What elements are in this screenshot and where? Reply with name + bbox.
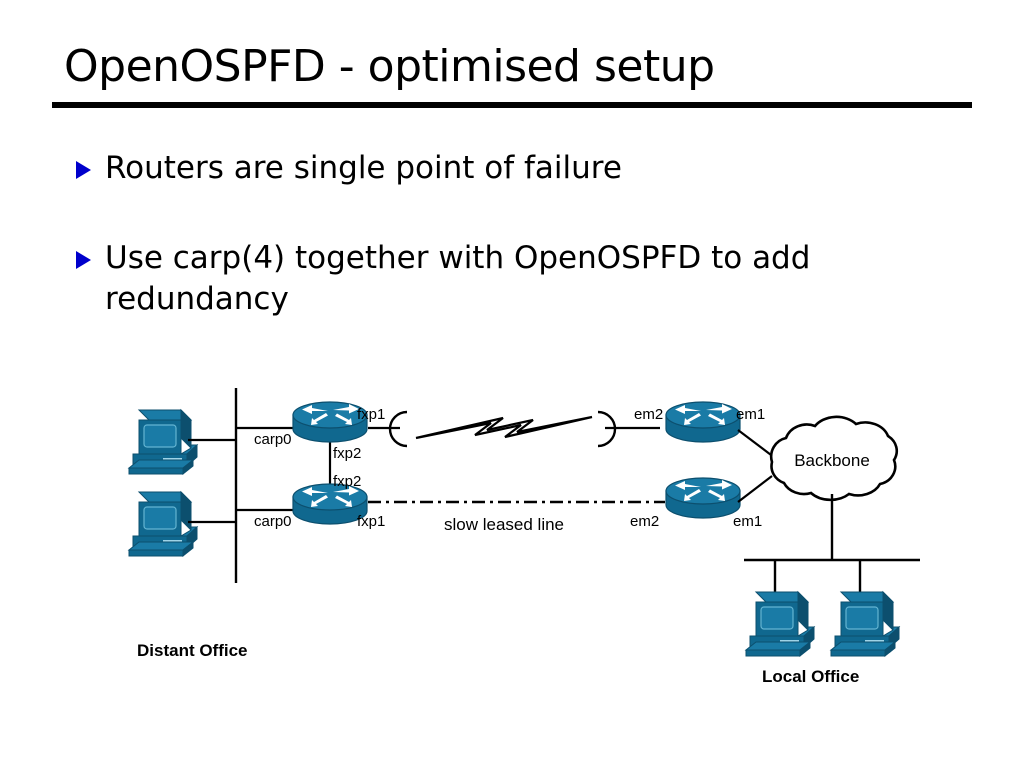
bullet-item-2: Use carp(4) together with OpenOSPFD to a… xyxy=(76,238,876,320)
local-backup-cloud-link xyxy=(737,475,773,503)
router-distant-primary xyxy=(292,401,368,443)
router-local-backup xyxy=(665,477,741,519)
label-right-bottom-em2: em2 xyxy=(630,513,659,530)
label-left-top-fxp1: fxp1 xyxy=(357,406,385,423)
title-underline xyxy=(52,102,972,108)
bullet-text: Routers are single point of failure xyxy=(105,150,622,186)
workstation-distant-2 xyxy=(128,491,198,557)
network-diagram: carp0 carp0 fxp1 fxp2 fxp2 fxp1 slow lea… xyxy=(0,360,1024,720)
label-local-office: Local Office xyxy=(762,667,859,686)
label-slow-leased-line: slow leased line xyxy=(444,515,564,534)
label-distant-office: Distant Office xyxy=(137,641,248,660)
label-right-top-em1: em1 xyxy=(736,406,765,423)
bullet-text: Use carp(4) together with OpenOSPFD to a… xyxy=(105,240,811,317)
router-distant-backup xyxy=(292,483,368,525)
label-left-bottom-carp0: carp0 xyxy=(254,513,292,530)
label-left-top-fxp2: fxp2 xyxy=(333,445,361,462)
label-left-bottom-fxp2: fxp2 xyxy=(333,473,361,490)
label-right-bottom-em1: em1 xyxy=(733,513,762,530)
label-left-top-carp0: carp0 xyxy=(254,431,292,448)
workstation-local-1 xyxy=(745,591,815,657)
serial-link-lightning-icon xyxy=(415,415,593,440)
bullet-triangle-icon xyxy=(76,251,91,269)
workstation-local-2 xyxy=(830,591,900,657)
bullet-triangle-icon xyxy=(76,161,91,179)
local-primary-cloud-link xyxy=(737,429,776,459)
backbone-cloud: Backbone xyxy=(769,415,899,502)
router-local-primary xyxy=(665,401,741,443)
label-backbone: Backbone xyxy=(794,451,870,470)
wan-arc-left xyxy=(388,410,408,448)
page-title: OpenOSPFD - optimised setup xyxy=(64,41,715,92)
bullet-item-1: Routers are single point of failure xyxy=(76,148,916,189)
label-right-top-em2: em2 xyxy=(634,406,663,423)
workstation-distant-1 xyxy=(128,409,198,475)
label-left-bottom-fxp1: fxp1 xyxy=(357,513,385,530)
